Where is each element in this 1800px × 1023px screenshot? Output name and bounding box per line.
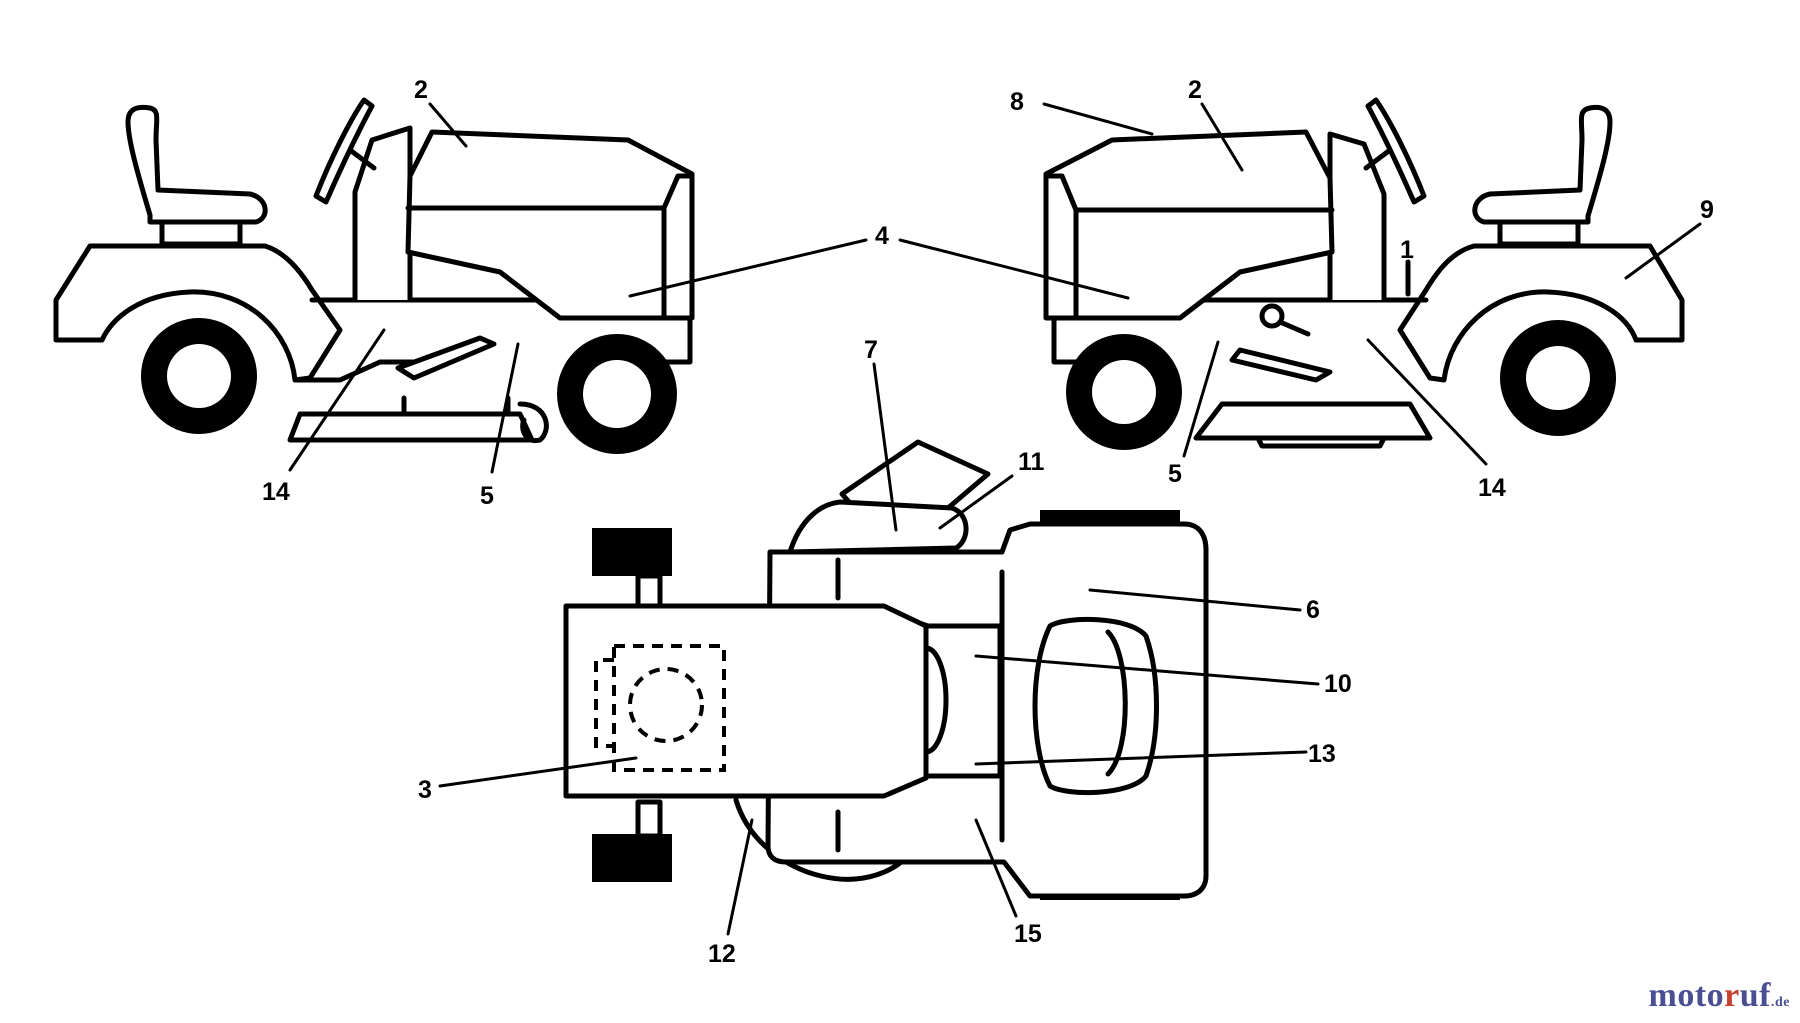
tractor-left-side-view [53, 97, 695, 454]
leader-right-14 [1366, 338, 1488, 466]
leader-right-2 [1200, 102, 1244, 172]
callout-top-15: 15 [1014, 920, 1042, 948]
tractor-right-side-view [1043, 97, 1685, 450]
callout-right-5: 5 [1168, 460, 1182, 488]
watermark-part3: uf [1739, 977, 1771, 1014]
leader-left-14 [288, 328, 386, 472]
leader-lines [288, 102, 1702, 936]
leader-top-7 [872, 362, 898, 532]
leader-top-3 [438, 756, 638, 788]
callout-left-2: 2 [414, 76, 428, 104]
leader-right-8 [1042, 102, 1154, 136]
tractor-top-view [563, 439, 1209, 900]
leader-top-15 [974, 818, 1018, 918]
callout-top-7: 7 [864, 336, 878, 364]
leader-top-10 [974, 654, 1320, 686]
leader-right-9 [1624, 222, 1702, 280]
callout-top-10: 10 [1324, 670, 1352, 698]
watermark-part2: r [1724, 977, 1740, 1014]
leader-4-right [898, 238, 1130, 300]
leader-left-2 [428, 102, 468, 148]
leader-4-left [628, 238, 868, 298]
watermark-part1: moto [1648, 977, 1725, 1014]
callout-top-11: 11 [1018, 448, 1045, 476]
leader-right-5 [1182, 340, 1220, 458]
callout-labels: 2 4 14 5 8 2 9 1 5 14 7 11 6 10 13 3 12 … [262, 76, 1714, 968]
callout-left-5: 5 [480, 482, 494, 510]
leader-left-5 [490, 342, 520, 474]
callout-4: 4 [875, 222, 889, 250]
leader-top-13 [974, 750, 1308, 766]
callout-top-13: 13 [1308, 740, 1336, 768]
watermark-part4: .de [1771, 995, 1790, 1010]
leader-top-11 [938, 474, 1014, 530]
leader-top-6 [1088, 588, 1302, 612]
callout-right-2: 2 [1188, 76, 1202, 104]
callout-right-14: 14 [1478, 474, 1506, 502]
callout-top-3: 3 [418, 776, 432, 804]
callout-right-1: 1 [1400, 236, 1414, 264]
motoruf-watermark-logo: motoruf.de [1649, 977, 1790, 1015]
callout-right-8: 8 [1010, 88, 1024, 116]
callout-right-9: 9 [1700, 196, 1714, 224]
callout-left-14: 14 [262, 478, 290, 506]
leader-top-12 [726, 818, 754, 936]
callout-top-6: 6 [1306, 596, 1320, 624]
callout-top-12: 12 [708, 940, 736, 968]
